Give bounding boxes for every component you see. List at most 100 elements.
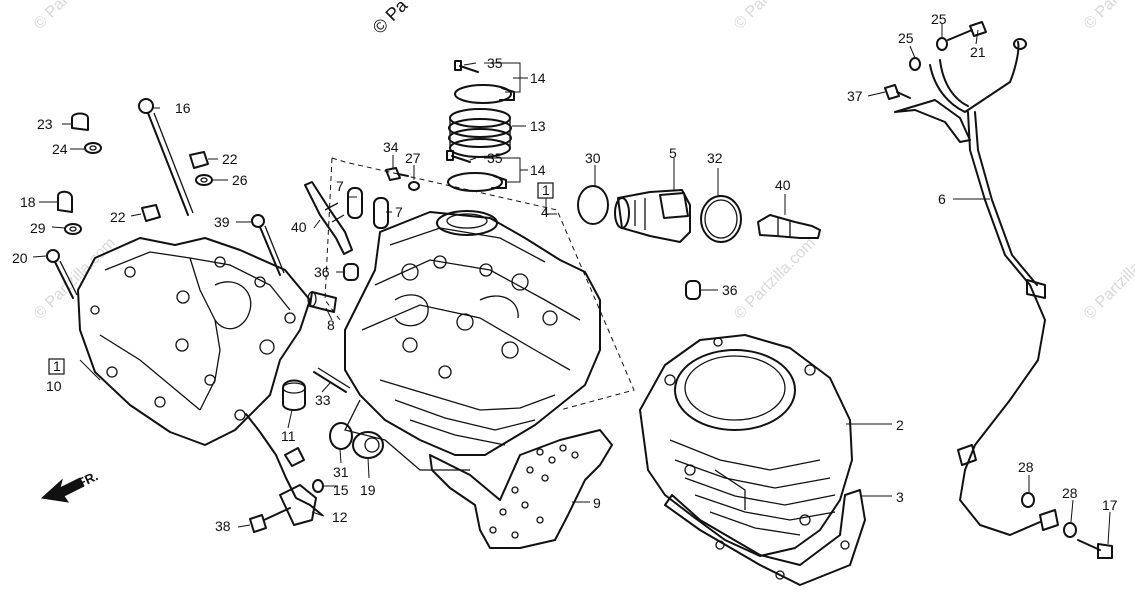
label-part-40: 40 [775,177,791,193]
cap-nut-23[interactable] [71,112,89,131]
label-part-8: 8 [327,317,335,333]
watermark-text: © Partzilla.com [731,0,819,33]
label-part-14: 14 [530,70,546,86]
cylinder-2[interactable] [639,334,853,557]
leader-lines [32,24,1111,545]
washer-27[interactable] [408,181,420,191]
screw-35-upper[interactable] [454,60,479,73]
label-part-6: 6 [938,191,946,207]
washer-25-right[interactable] [936,37,948,51]
label-part-35: 35 [487,150,503,166]
dowel-36-right[interactable] [685,280,701,300]
label-box-1-left [48,358,65,375]
label-part-9: 9 [593,495,601,511]
label-part-4: 4 [541,204,549,220]
label-part-24: 24 [52,141,68,157]
intake-insulator-13[interactable] [448,108,512,158]
cylinder-gasket-3[interactable] [664,489,866,586]
label-part-38: 38 [215,518,231,534]
clamp-14-upper[interactable] [454,84,515,104]
o-ring-31[interactable] [329,422,353,450]
label-part-31: 31 [333,464,349,480]
label-part-23: 23 [37,116,53,132]
label-part-34: 34 [383,139,399,155]
bolt-21[interactable] [947,21,987,41]
label-part-25: 25 [898,30,914,46]
cap-nut-18[interactable] [57,190,73,213]
label-part-1: 1 [542,182,550,198]
watermark-fragment: © Pa [369,0,412,38]
front-direction-arrow-icon: FR. [40,468,100,503]
bolt-39[interactable] [251,214,285,276]
label-part-27: 27 [405,150,421,166]
o-ring-32[interactable] [700,195,742,243]
spark-plug-40-right[interactable] [757,214,821,239]
oil-pipe-12[interactable] [245,413,323,526]
label-part-5: 5 [669,145,677,161]
part-labels: 1 1 2 3 4 5 6 7 7 8 9 10 11 12 13 14 14 … [12,11,1118,534]
label-part-7: 7 [395,204,403,220]
label-part-12: 12 [332,509,348,525]
cap-11[interactable] [282,379,306,411]
head-gasket-9[interactable] [429,429,613,549]
label-part-32: 32 [707,150,723,166]
label-part-13: 13 [530,118,546,134]
washer-28-left[interactable] [1021,492,1035,508]
label-part-16: 16 [175,100,191,116]
washer-26[interactable] [195,174,213,186]
label-part-37: 37 [847,88,863,104]
label-part-36: 36 [314,264,330,280]
washer-28-right[interactable] [1063,522,1077,538]
group-bracket-cover [324,157,341,321]
washer-29[interactable] [64,223,82,235]
stud-33[interactable] [313,367,351,393]
bolt-37[interactable] [884,84,911,100]
group-bracket-4 [331,157,635,411]
washer-25-left[interactable] [909,57,921,71]
watermark-text: © Partzilla.com [731,235,819,323]
insulator-5[interactable] [614,189,691,243]
bolt-38[interactable] [249,507,291,533]
label-part-30: 30 [585,150,601,166]
label-part-29: 29 [30,220,46,236]
label-part-28: 28 [1062,485,1078,501]
label-part-15: 15 [333,482,349,498]
label-part-36: 36 [722,282,738,298]
label-part-11: 11 [281,428,296,444]
label-part-28: 28 [1018,459,1034,475]
spark-plug-40-left[interactable] [304,181,353,255]
bolt-20[interactable] [46,249,78,299]
ground-wire-6[interactable] [894,38,1059,536]
label-part-22: 22 [110,209,126,225]
clamp-14-lower[interactable] [447,172,507,192]
nut-22-lower[interactable] [141,204,161,222]
stud-bolt-16[interactable] [138,98,194,216]
valve-guide-7b[interactable] [373,197,389,229]
cylinder-head-cover[interactable] [77,237,311,446]
label-part-26: 26 [232,172,248,188]
dowel-36-left[interactable] [343,263,359,281]
watermark-text: © Partzilla.com [31,0,119,33]
label-part-39: 39 [214,214,230,230]
front-label: FR. [75,468,100,490]
label-part-10: 10 [46,378,62,394]
label-part-17: 17 [1102,497,1118,513]
bolt-34[interactable] [385,167,409,181]
o-ring-15[interactable] [312,479,324,493]
label-part-35: 35 [487,55,503,71]
label-part-2: 2 [896,417,904,433]
nut-22-upper[interactable] [189,151,209,169]
label-part-1: 1 [53,358,61,374]
label-part-18: 18 [20,194,36,210]
cylinder-head[interactable] [344,210,601,471]
watermark-text: © Partzilla.com [1081,0,1135,33]
o-ring-30[interactable] [577,185,609,225]
watermark-text: © Partzilla.com [1081,235,1135,323]
screw-35-lower[interactable] [446,150,471,163]
label-part-3: 3 [896,489,904,505]
washer-24[interactable] [84,142,102,154]
valve-guide-7a[interactable] [347,187,363,219]
label-part-33: 33 [315,392,331,408]
label-part-7: 7 [336,178,344,194]
bolt-17[interactable] [1077,539,1113,559]
